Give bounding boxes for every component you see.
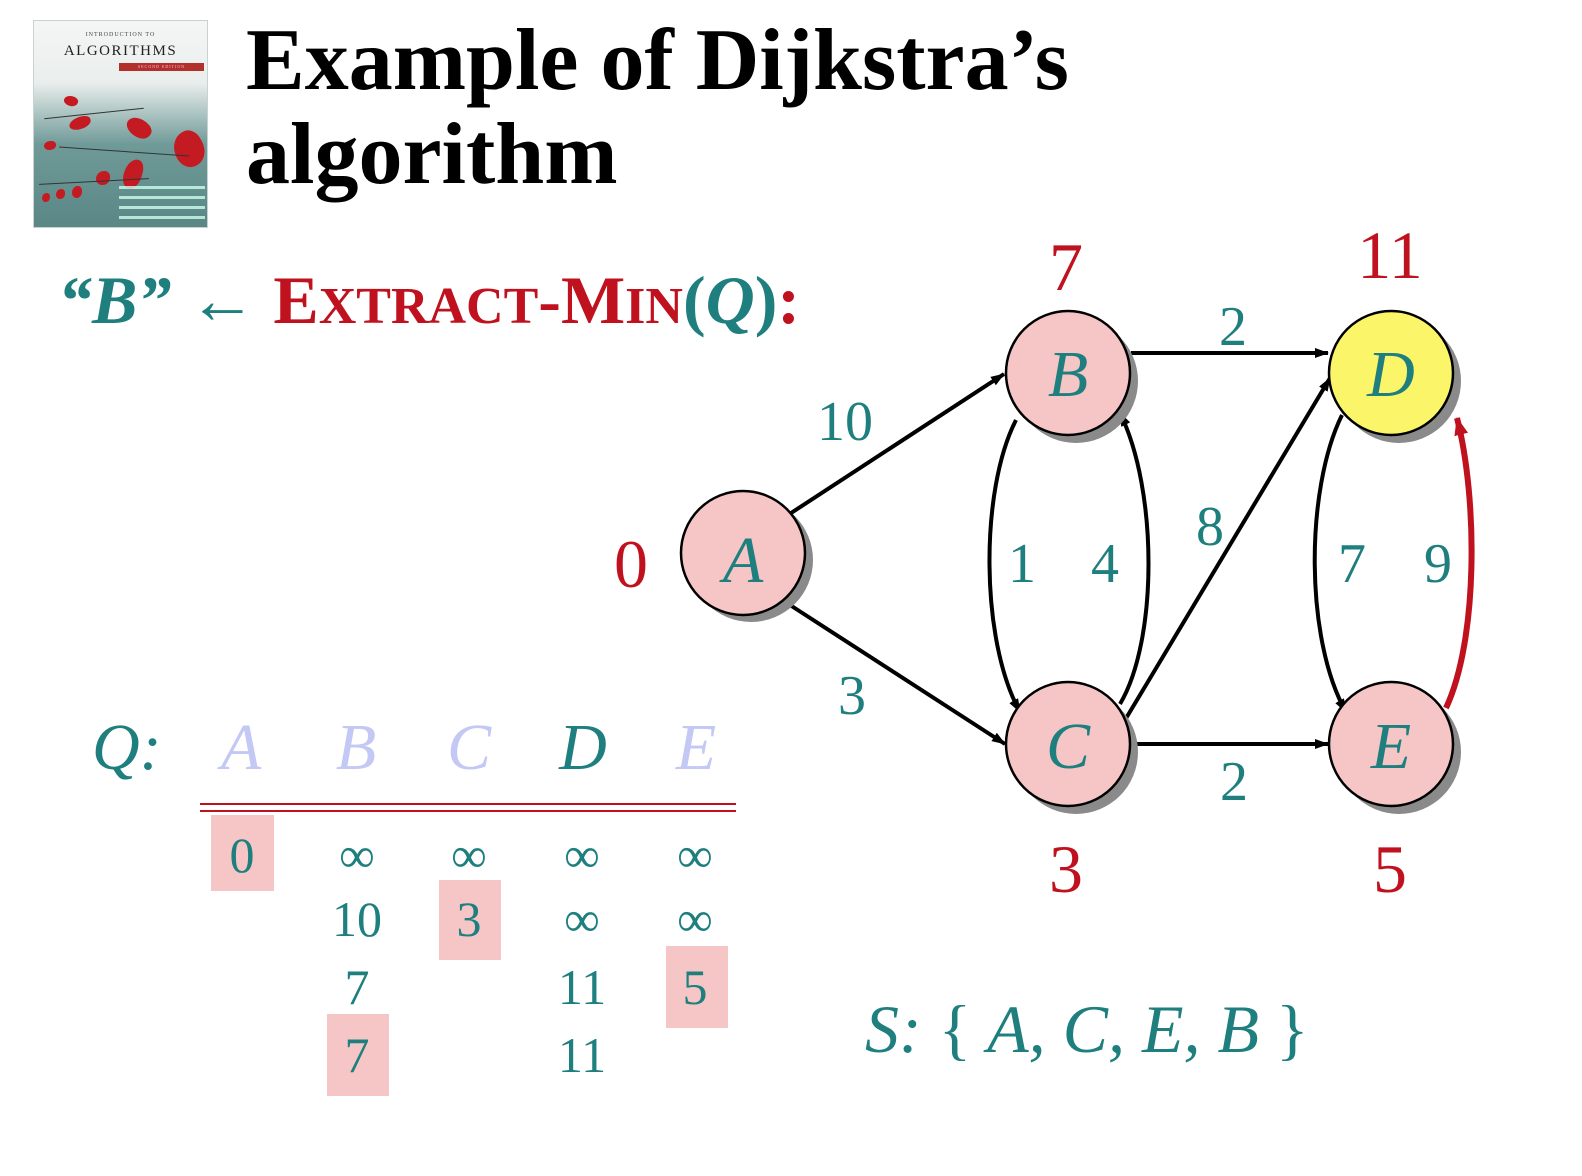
fn-letters: IN (625, 278, 683, 335)
queue-cell: 5 (682, 959, 708, 1015)
weight-A-B: 10 (817, 391, 873, 453)
mobile-shape (56, 189, 65, 199)
fn-letters: XTRACT (318, 278, 539, 335)
node-B: B (1004, 309, 1138, 443)
set-S-close: } (1276, 991, 1309, 1067)
assign-arrow: ← (188, 262, 257, 338)
queue-arg: Q (705, 262, 755, 338)
node-E-circle (1327, 680, 1455, 808)
slide-title: Example of Dijkstra’s algorithm (246, 14, 1296, 202)
set-S-label: S: (865, 991, 922, 1067)
node-E-label: E (1370, 710, 1411, 783)
queue-header-B: B (335, 711, 377, 784)
queue-cell: ∞ (451, 827, 487, 883)
fn-dash: - (538, 262, 561, 338)
queue-cell: 11 (557, 1027, 607, 1083)
queue-cell: 3 (456, 891, 482, 947)
lparen: ( (682, 262, 706, 338)
queue-header-D: D (559, 711, 607, 784)
highlight-cell (439, 880, 501, 960)
queue-cell: ∞ (564, 891, 600, 947)
node-D: D (1327, 309, 1461, 443)
queue-header-A: A (220, 711, 262, 784)
edge-D-E (1312, 414, 1348, 713)
book-author-line (119, 216, 205, 219)
book-cover-edition: SECOND EDITION (137, 64, 186, 69)
mobile-shape (42, 193, 50, 202)
edge-A-B (786, 372, 1006, 517)
book-cover-edition-band: SECOND EDITION (119, 63, 204, 71)
weight-A-C: 3 (838, 665, 866, 727)
book-cover-image: INTRODUCTION TO ALGORITHMS SECOND EDITIO… (33, 20, 208, 228)
node-E: E (1327, 680, 1461, 814)
fn-letter: E (273, 262, 319, 338)
extracted-var: “B” (58, 262, 172, 338)
mobile-shape (44, 141, 56, 150)
edge-C-D (1123, 376, 1332, 722)
highlight-cell (666, 946, 728, 1028)
queue-cell: ∞ (564, 827, 600, 883)
edge-A-C (788, 603, 1007, 746)
edge-B-C (987, 419, 1022, 713)
node-C-label: C (1046, 710, 1091, 783)
queue-header-C: C (446, 711, 492, 784)
queue-label: Q: (92, 711, 162, 784)
book-author-line (119, 196, 205, 199)
queue-divider (200, 803, 736, 805)
node-C: C (1004, 680, 1138, 814)
edge-E-D-highlighted (1443, 417, 1475, 710)
queue-cell: 10 (332, 891, 382, 947)
weight-C-D: 8 (1196, 496, 1224, 558)
queue-cell: ∞ (677, 891, 713, 947)
node-D-circle (1327, 309, 1455, 437)
set-S-open: { (938, 991, 972, 1067)
slide-title-line2: algorithm (246, 106, 618, 203)
node-A-circle (679, 489, 807, 617)
weight-E-D: 9 (1424, 533, 1452, 595)
queue-cell: ∞ (339, 827, 375, 883)
queue-cell: 7 (344, 1027, 370, 1083)
edge-C-B (1118, 412, 1151, 706)
book-cover-title: ALGORITHMS (63, 43, 178, 59)
dist-C: 3 (1049, 831, 1083, 907)
weight-B-C: 1 (1008, 533, 1036, 595)
weight-C-E: 2 (1220, 751, 1248, 813)
dist-D: 11 (1357, 217, 1422, 293)
book-author-line (119, 186, 205, 189)
rparen: ) (754, 262, 778, 338)
weight-D-E: 7 (1338, 533, 1366, 595)
queue-cell: 0 (229, 827, 255, 883)
mobile-shape (72, 186, 82, 198)
node-B-circle (1004, 309, 1132, 437)
extract-min-fn: EXTRACT-MIN (273, 262, 683, 338)
weight-C-B: 4 (1091, 533, 1119, 595)
queue-cell: ∞ (677, 827, 713, 883)
node-A: A (679, 489, 813, 622)
book-cover-subtitle: INTRODUCTION TO (85, 32, 156, 38)
slide-title-line1: Example of Dijkstra’s (246, 12, 1069, 109)
weight-B-D: 2 (1219, 296, 1247, 358)
node-B-label: B (1048, 338, 1088, 411)
dist-E: 5 (1373, 831, 1407, 907)
set-S: S: { A, C, E, B } (865, 990, 1309, 1069)
node-D-label: D (1366, 338, 1415, 411)
set-S-members: A, C, E, B (987, 991, 1260, 1067)
operation-line: “B” ← EXTRACT-MIN(Q): (58, 260, 800, 347)
dist-B: 7 (1049, 229, 1083, 305)
op-colon: : (777, 262, 801, 338)
queue-header-E: E (675, 711, 717, 784)
highlight-cell (327, 1014, 389, 1096)
dist-A: 0 (614, 526, 648, 602)
queue-cell: 11 (557, 959, 607, 1015)
node-A-label: A (719, 524, 764, 597)
queue-cell: 7 (344, 959, 370, 1015)
book-author-line (119, 206, 205, 209)
fn-letter: M (560, 262, 626, 338)
node-C-circle (1004, 680, 1132, 808)
queue-divider (200, 810, 736, 812)
highlight-cell (211, 815, 274, 891)
